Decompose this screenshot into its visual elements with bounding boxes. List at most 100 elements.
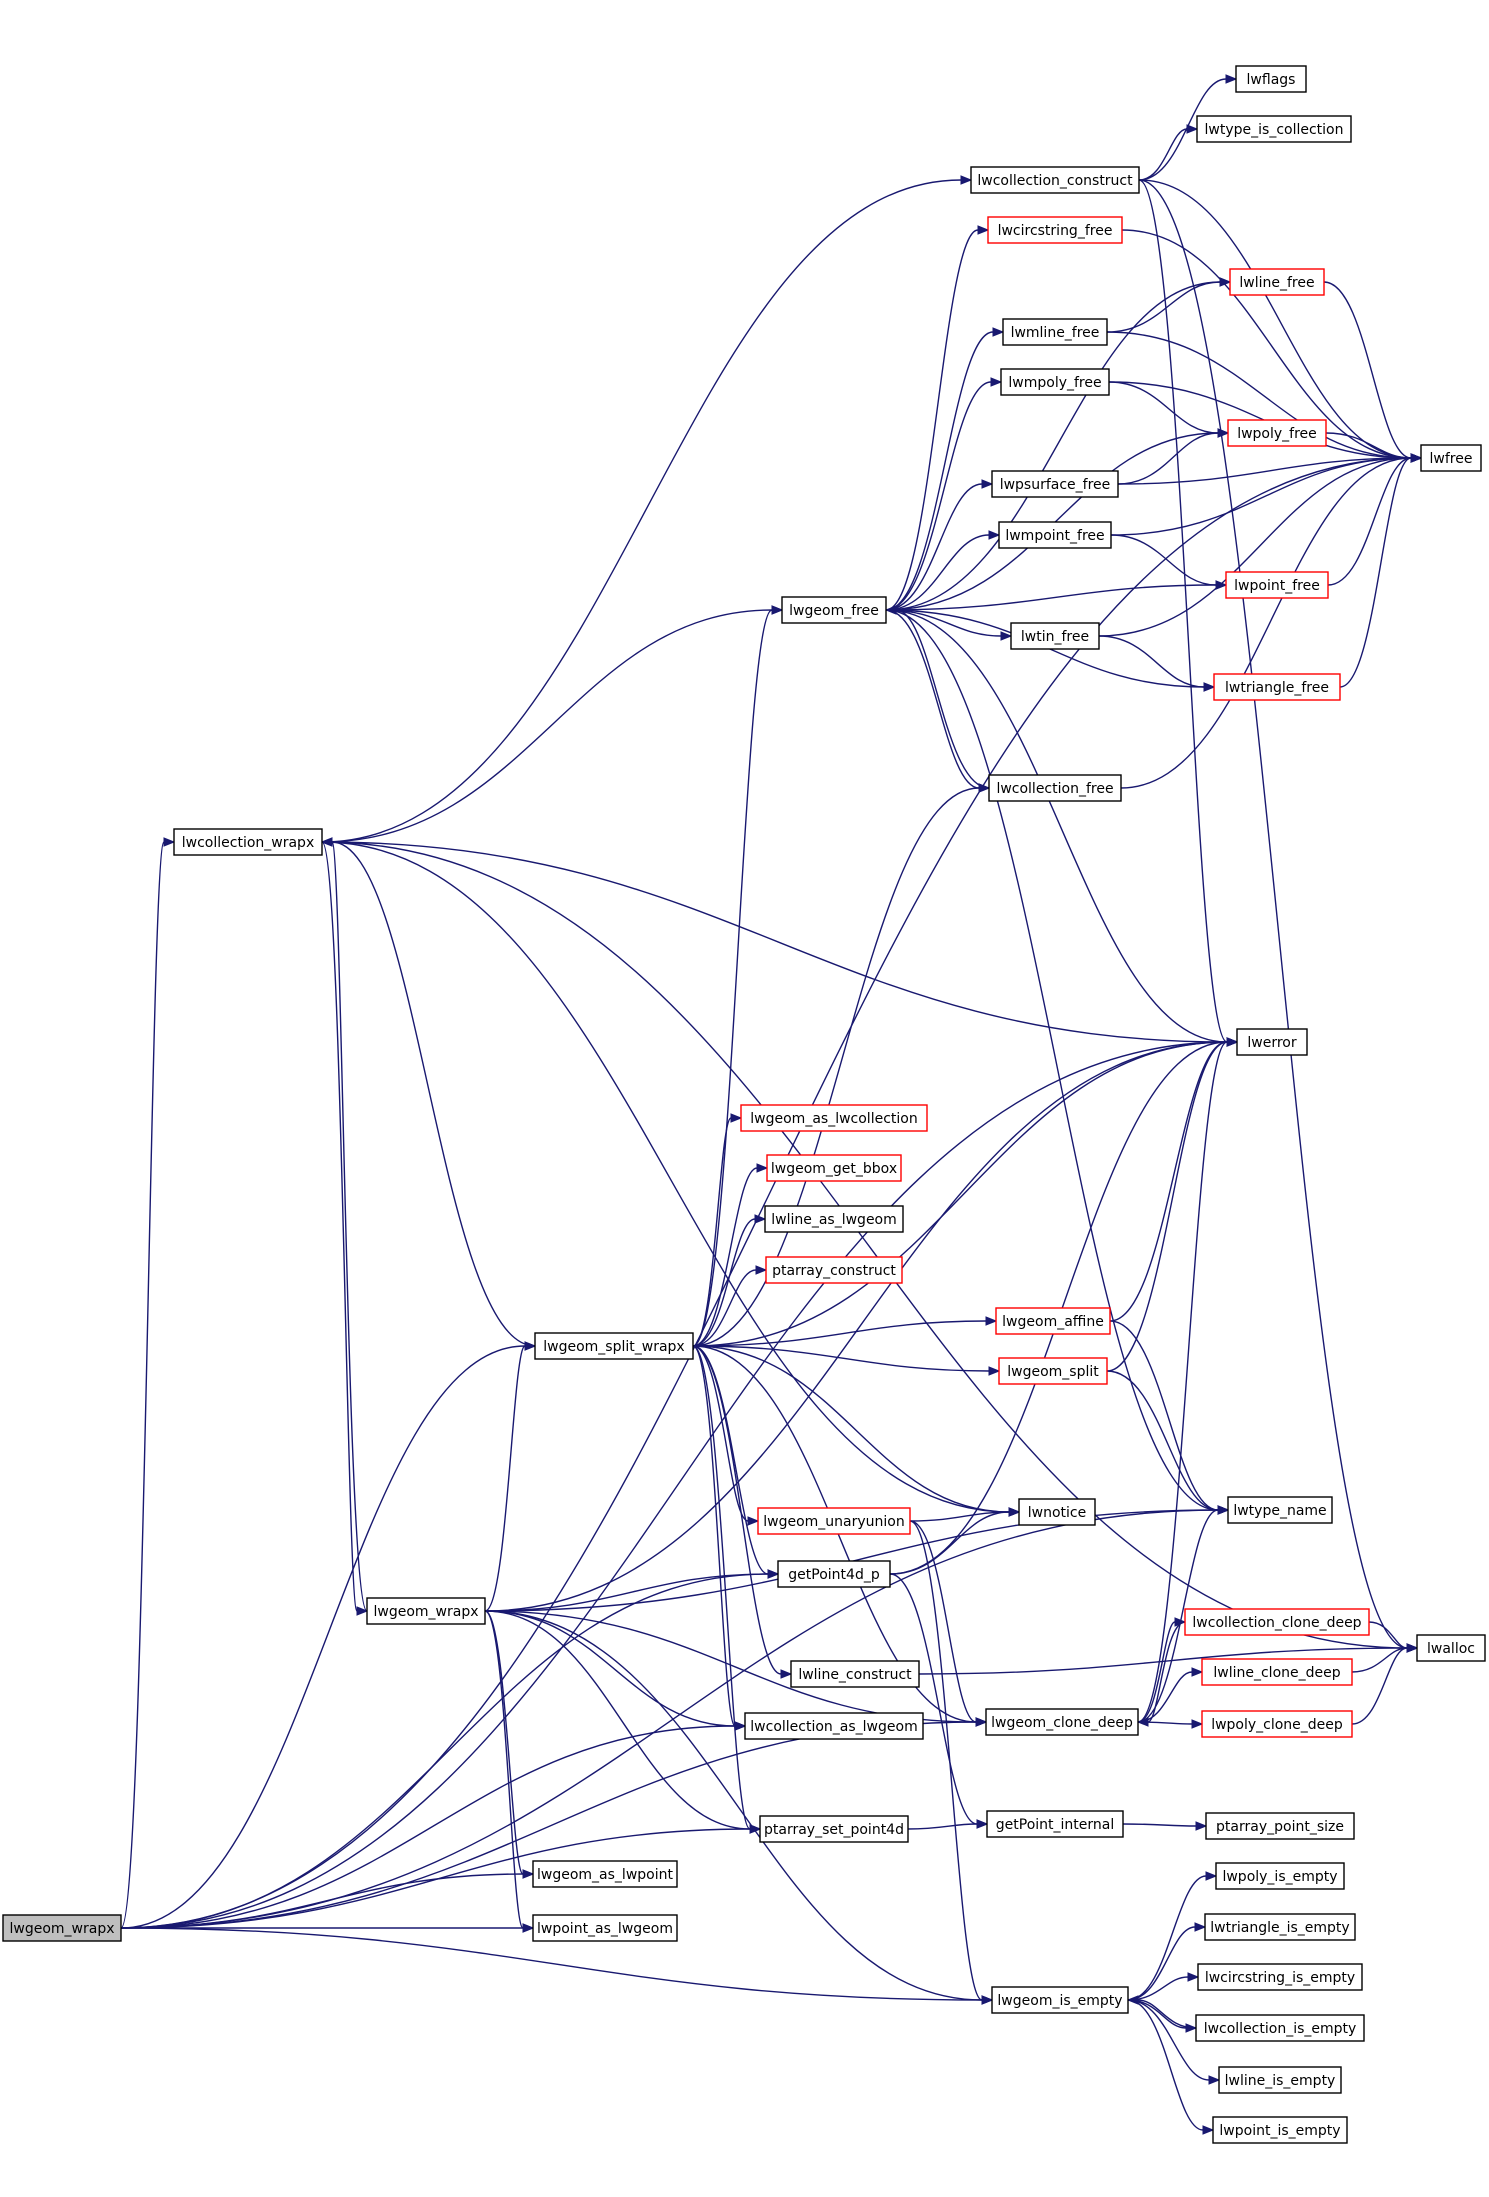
node-getPoint-internal[interactable]: getPoint_internal: [986, 1810, 1124, 1838]
edge-line: [331, 841, 536, 1347]
edge-line: [1109, 1041, 1228, 1322]
arrowhead: [163, 837, 176, 847]
node-lwgeom-wrapx-callee[interactable]: lwgeom_wrapx: [366, 1597, 486, 1625]
node-box: [1235, 65, 1307, 93]
node-box: [991, 470, 1119, 498]
call-edge-ptarray_set_point4d-to-getPoint_internal: [907, 1819, 989, 1830]
edge-line: [1327, 457, 1412, 586]
node-lwcircstring-is-empty[interactable]: lwcircstring_is_empty: [1197, 1963, 1363, 1991]
node-lwgeom-get-bbox[interactable]: lwgeom_get_bbox: [766, 1154, 902, 1182]
arrowhead: [1208, 2075, 1221, 2085]
node-lwpoint-is-empty[interactable]: lwpoint_is_empty: [1212, 2116, 1348, 2144]
call-edge-lwgeom_is_empty-to-lwtriangle_is_empty: [1127, 1922, 1207, 2001]
node-lwtin-free[interactable]: lwtin_free: [1010, 622, 1100, 650]
node-label: lwmpoly_free: [1008, 375, 1101, 391]
node-lwtriangle-is-empty[interactable]: lwtriangle_is_empty: [1204, 1913, 1356, 1941]
node-lwcollection-as-lwgeom[interactable]: lwcollection_as_lwgeom: [744, 1712, 924, 1740]
node-lwline-clone-deep[interactable]: lwline_clone_deep: [1201, 1658, 1353, 1686]
node-lwgeom-split[interactable]: lwgeom_split: [998, 1357, 1108, 1385]
node-label: lwgeom_wrapx: [374, 1604, 479, 1620]
node-getPoint4d-p[interactable]: getPoint4d_p: [777, 1560, 891, 1588]
node-lwcollection-clone-deep[interactable]: lwcollection_clone_deep: [1184, 1608, 1370, 1636]
call-edge-lwgeom_split_wrapx-to-lwgeom_split: [692, 1345, 1001, 1376]
node-lwpoly-clone-deep[interactable]: lwpoly_clone_deep: [1201, 1710, 1353, 1738]
node-box: [1184, 1608, 1370, 1636]
node-lwpoly-free[interactable]: lwpoly_free: [1227, 419, 1327, 447]
node-lwgeom-as-lwcollection[interactable]: lwgeom_as_lwcollection: [740, 1104, 928, 1132]
edge-line: [1121, 229, 1412, 459]
node-lwfree[interactable]: lwfree: [1420, 444, 1482, 472]
node-lwgeom-as-lwpoint[interactable]: lwgeom_as_lwpoint: [532, 1860, 678, 1888]
node-ptarray-construct[interactable]: ptarray_construct: [765, 1256, 903, 1284]
node-lwerror[interactable]: lwerror: [1236, 1028, 1308, 1056]
node-lwpoint-free[interactable]: lwpoint_free: [1225, 571, 1329, 599]
edge-line: [120, 1041, 1228, 1929]
node-label: lwerror: [1247, 1035, 1296, 1051]
node-lwcircstring-free[interactable]: lwcircstring_free: [987, 216, 1123, 244]
node-ptarray-point-size[interactable]: ptarray_point_size: [1205, 1812, 1355, 1840]
node-lwline-is-empty[interactable]: lwline_is_empty: [1218, 2066, 1342, 2094]
node-label: lwnotice: [1028, 1505, 1086, 1521]
edge-line: [909, 1511, 1010, 1522]
node-box: [1227, 419, 1327, 447]
node-lwpoly-is-empty[interactable]: lwpoly_is_empty: [1215, 1862, 1345, 1890]
call-edge-lwgeom_affine-to-lwtype_name: [1109, 1320, 1230, 1515]
call-edge-lwgeom_is_empty-to-lwline_is_empty: [1127, 1999, 1221, 2085]
node-lwnotice[interactable]: lwnotice: [1018, 1498, 1096, 1526]
node-lwpoint-as-lwgeom[interactable]: lwpoint_as_lwgeom: [532, 1914, 678, 1942]
node-lwalloc[interactable]: lwalloc: [1416, 1634, 1486, 1662]
call-edge-lwpoint_free-to-lwfree: [1327, 453, 1423, 586]
node-label: lwcollection_wrapx: [182, 835, 314, 851]
node-lwgeom-affine[interactable]: lwgeom_affine: [995, 1307, 1111, 1335]
node-lwcollection-free[interactable]: lwcollection_free: [988, 774, 1122, 802]
edge-line: [1098, 635, 1205, 688]
edge-line: [692, 787, 980, 1347]
node-lwcollection-wrapx[interactable]: lwcollection_wrapx: [173, 828, 323, 856]
edge-line: [1351, 1647, 1408, 1725]
call-edge-lwgeom_wrapx-to-lwerror: [120, 1037, 1239, 1929]
node-lwflags[interactable]: lwflags: [1235, 65, 1307, 93]
edge-line: [885, 584, 1217, 611]
edge-line: [1138, 128, 1188, 181]
node-lwgeom-split-wrapx[interactable]: lwgeom_split_wrapx: [534, 1332, 694, 1360]
node-ptarray-set-point4d[interactable]: ptarray_set_point4d: [759, 1815, 909, 1843]
node-lwline-as-lwgeom[interactable]: lwline_as_lwgeom: [764, 1205, 904, 1233]
node-lwline-free[interactable]: lwline_free: [1229, 268, 1325, 296]
edge-line: [889, 1573, 978, 1825]
node-box: [1195, 2014, 1365, 2042]
edge-line: [331, 841, 368, 1612]
call-edge-lwgeom_split-to-lwerror: [1106, 1037, 1239, 1372]
node-lwmpoly-free[interactable]: lwmpoly_free: [1000, 368, 1110, 396]
edge-line: [321, 179, 962, 843]
node-label: lwgeom_split_wrapx: [543, 1339, 684, 1355]
edge-line: [885, 534, 990, 611]
arrowhead: [1000, 631, 1013, 641]
node-lwgeom-is-empty[interactable]: lwgeom_is_empty: [991, 1986, 1129, 2014]
node-lwgeom-unaryunion[interactable]: lwgeom_unaryunion: [757, 1507, 911, 1535]
call-edge-lwcollection_clone_deep-to-lwgeom_clone_deep: [1136, 1621, 1186, 1727]
node-lwgeom-clone-deep[interactable]: lwgeom_clone_deep: [985, 1708, 1139, 1736]
node-lwpsurface-free[interactable]: lwpsurface_free: [991, 470, 1119, 498]
node-box: [998, 1357, 1108, 1385]
call-edge-lwgeom_free-to-lwcircstring_free: [885, 225, 990, 611]
node-lwtype-name[interactable]: lwtype_name: [1227, 1496, 1333, 1524]
node-lwmpoint-free[interactable]: lwmpoint_free: [998, 521, 1112, 549]
node-lwline-construct[interactable]: lwline_construct: [790, 1660, 920, 1688]
node-label: ptarray_construct: [772, 1263, 896, 1279]
call-edge-lwgeom_split_wrapx-to-lwerror: [692, 1037, 1239, 1347]
node-lwmline-free[interactable]: lwmline_free: [1002, 318, 1108, 346]
node-label: lwmpoint_free: [1005, 528, 1104, 544]
node-lwcollection-is-empty[interactable]: lwcollection_is_empty: [1195, 2014, 1365, 2042]
edge-line: [120, 1725, 736, 1929]
call-edge-lwgeom_wrapx_callee-to-lwgeom_as_lwpoint: [484, 1610, 535, 1879]
node-lwcollection-construct[interactable]: lwcollection_construct: [970, 166, 1140, 194]
call-edge-getPoint4d_p-to-getPoint_internal: [889, 1573, 989, 1829]
node-lwtype-is-collection[interactable]: lwtype_is_collection: [1196, 115, 1352, 143]
node-label: lwtin_free: [1021, 629, 1089, 645]
arrowhead: [1126, 1995, 1139, 2005]
edge-line: [1117, 432, 1219, 485]
node-box: [1218, 2066, 1342, 2094]
node-lwtriangle-free[interactable]: lwtriangle_free: [1213, 673, 1341, 701]
node-lwgeom-free[interactable]: lwgeom_free: [781, 596, 887, 624]
edge-line: [885, 381, 992, 611]
